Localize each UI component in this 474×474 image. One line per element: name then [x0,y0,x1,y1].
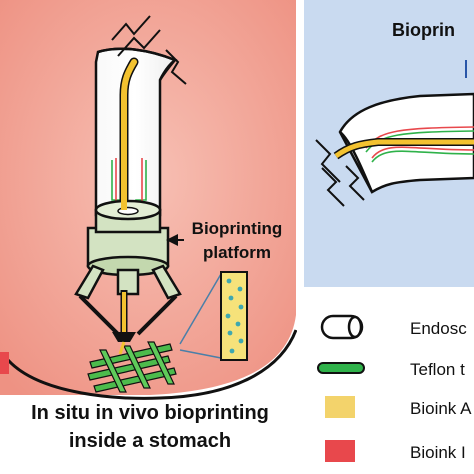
red-marker [0,352,9,374]
callout-label-line1: Bioprinting [192,219,283,238]
scaffold-cross-2 [123,345,151,389]
platform-legs [74,264,182,342]
legend-item-bioink-b: Bioink I [325,440,466,462]
cell-dot [228,295,234,301]
cell-dot [238,304,244,310]
cell-dot [235,321,241,327]
zoom-line-top [179,273,222,345]
bend-break-2 [321,167,345,207]
right-panel-title: Bioprin [392,20,455,40]
scaffold-cross-3 [147,341,175,385]
printed-scaffold [87,341,177,393]
legend: Endosc Teflon t Bioink A Bioink I [317,314,472,462]
bioprinting-platform [86,195,170,277]
cell-dot [238,338,244,344]
scaffold-cross-1 [99,349,127,393]
zoomed-bioink-strand [220,271,248,361]
cell-dot [227,330,233,336]
zoom-callout [179,271,248,361]
legend-label-bioink-b: Bioink I [410,443,466,462]
cell-dot [226,278,232,284]
cell-dot [225,313,231,319]
scaffold-strand-2 [87,355,171,381]
bend-break-3 [345,165,365,201]
stomach-wall [6,329,298,400]
break-line-1 [111,15,151,41]
cell-dot [229,348,235,354]
bend-lines-green-2 [371,150,474,163]
scaffold-strand-3 [93,367,177,393]
bend-bioink-fill [334,139,474,159]
endoscope-bend-inner [339,131,374,193]
leg-center [116,268,140,296]
bioink-a-swatch [325,396,355,418]
legend-label-endoscope: Endosc [410,319,467,338]
caption-line1: In situ in vivo bioprinting [31,402,269,424]
cell-dot [237,286,243,292]
scaffold-feed [118,341,126,355]
bend-lines-red-2 [371,146,474,159]
bioink-channel-fill [121,59,137,235]
arm-left [78,294,120,336]
legend-item-bioink-a: Bioink A [325,396,472,418]
legend-item-endoscope: Endosc [320,314,467,340]
zoom-line-bottom [179,349,222,359]
nozzle-tip [112,332,136,342]
cell-dots [225,278,244,354]
bend-break-1 [315,139,341,183]
bioink-b-swatch [325,440,355,462]
leg-right [151,264,182,300]
legend-item-teflon: Teflon t [317,360,465,379]
break-line-3 [165,49,187,85]
leg-left [74,264,105,300]
platform-callout: Bioprinting platform [166,219,282,262]
callout-label-line2: platform [203,243,271,262]
legend-label-bioink-a: Bioink A [410,399,472,418]
teflon-tube-icon [317,362,365,374]
callout-arrow [166,234,178,246]
right-panel: Bioprin [304,0,474,287]
caption-line2: inside a stomach [69,430,231,452]
legend-label-teflon: Teflon t [410,360,465,379]
endoscope-icon [320,314,364,340]
break-line-2 [117,29,161,57]
arm-right [136,294,178,336]
